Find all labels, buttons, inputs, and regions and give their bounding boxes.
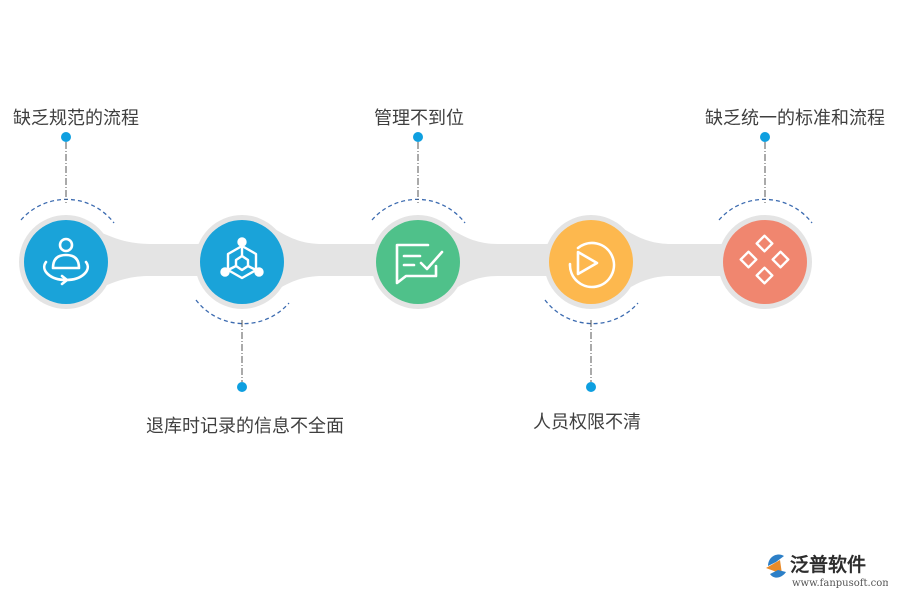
hexagon-network-icon	[220, 237, 264, 280]
leader-dot-5	[760, 132, 770, 142]
play-circle-icon	[568, 241, 616, 289]
step-label-3: 管理不到位	[374, 108, 464, 129]
step-circle-4	[549, 220, 633, 304]
step-circle-1	[24, 220, 108, 304]
brand-url: www.fanpusoft.com	[792, 578, 888, 589]
connector-band	[418, 218, 591, 302]
diamond-grid-icon	[739, 234, 790, 285]
step-label-5: 缺乏统一的标准和流程	[705, 108, 885, 129]
connector-band	[591, 218, 765, 302]
dashed-arc-top-5	[718, 198, 813, 224]
dashed-arc-bottom-4	[544, 299, 639, 325]
leader-dot-3	[413, 132, 423, 142]
brand-name: 泛普软件	[790, 553, 866, 576]
leader-dot-1	[61, 132, 71, 142]
connector-band	[242, 218, 418, 302]
step-label-2: 退库时记录的信息不全面	[146, 416, 344, 437]
brand-logo: 泛普软件 www.fanpusoft.com	[760, 544, 892, 590]
step-circle-2	[200, 220, 284, 304]
step-label-1: 缺乏规范的流程	[13, 108, 139, 129]
connector-band	[66, 218, 242, 302]
dashed-arc-top-1	[20, 198, 115, 224]
step-label-4: 人员权限不清	[533, 412, 641, 433]
leader-dot-2	[237, 382, 247, 392]
brand-mark-icon	[766, 554, 786, 578]
step-circle-3	[376, 220, 460, 304]
dashed-arc-top-3	[371, 198, 466, 224]
step-circle-5	[723, 220, 807, 304]
person-orbit-icon	[43, 237, 89, 286]
message-check-icon	[395, 243, 444, 285]
dashed-arc-bottom-2	[195, 299, 290, 325]
leader-dot-4	[586, 382, 596, 392]
